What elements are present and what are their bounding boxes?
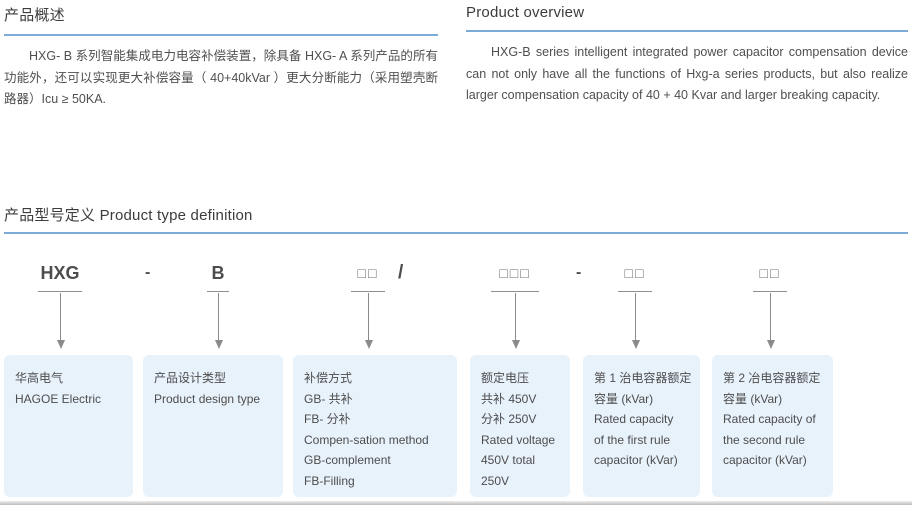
legend-line: 450V total [481,453,536,467]
code-squares-method: □□ [357,265,379,281]
down-arrow-icon [511,293,520,349]
legend-line: capacitor (kVar) [594,453,678,467]
code-brand: HXG [40,263,80,283]
legend-line: Compen-sation method [304,432,429,447]
legend-line: Rated capacity [594,412,674,426]
legend-line: FB- 分补 [304,412,351,426]
code-underline [351,291,385,292]
legend-line: the second rule [723,432,806,447]
code-group-method: □□ [351,262,385,349]
code-separator-2: - [576,264,582,281]
legend-line: of the first rule [594,432,671,447]
legend-box-brand: 华高电气 HAGOE Electric [4,355,133,497]
type-definition-title: 产品型号定义 Product type definition [4,207,253,224]
code-group-voltage: □□□ [491,262,539,349]
code-squares-capacity-1: □□ [624,265,646,281]
legend-line: 第 1 治电容器额定 [594,371,692,385]
legend-box-compensation-method: 补偿方式 GB- 共补 FB- 分补 Compen-sation method … [293,355,457,497]
legend-line: 华高电气 [15,371,64,385]
code-underline [38,291,82,292]
down-arrow-icon [364,293,373,349]
legend-line: 额定电压 [481,371,530,385]
down-arrow-icon [214,293,223,349]
page-bottom-rule [0,501,912,505]
code-group-brand: HXG [38,262,82,349]
code-underline [618,291,652,292]
legend-line: GB-complement [304,453,391,467]
code-group-design: B [207,262,229,349]
code-squares-voltage: □□□ [499,265,531,281]
overview-title-zh: 产品概述 [4,4,438,36]
legend-line: Product design type [154,391,261,406]
down-arrow-icon [766,293,775,349]
legend-line: capacitor (kVar) [723,453,807,467]
legend-line: FB-Filling [304,473,355,488]
code-squares-capacity-2: □□ [759,265,781,281]
code-underline [753,291,787,292]
code-slash: / [398,262,404,283]
overview-section-en: Product overview HXG-B series intelligen… [466,4,908,107]
code-underline [207,291,229,292]
code-design: B [211,263,225,283]
down-arrow-icon [56,293,65,349]
legend-line: 250V [481,473,510,488]
legend-line: GB- 共补 [304,391,353,406]
overview-title-en: Product overview [466,4,908,32]
legend-line: 第 2 冶电容器额定 [723,371,821,385]
legend-box-capacity-1: 第 1 治电容器额定 容量 (kVar) Rated capacity of t… [583,355,700,497]
code-separator-1: - [145,264,151,281]
down-arrow-icon [631,293,640,349]
legend-line: HAGOE Electric [15,391,102,406]
code-group-capacity-1: □□ [618,262,652,349]
legend-line: 容量 (kVar) [723,391,783,406]
legend-line: 补偿方式 [304,371,353,385]
legend-line: 产品设计类型 [154,371,227,385]
type-definition-rule [4,232,908,234]
overview-section-zh: 产品概述 HXG- B 系列智能集成电力电容补偿装置，除具备 HXG- A 系列… [4,4,438,111]
code-underline [491,291,539,292]
legend-line: Rated capacity of [723,412,816,426]
overview-body-zh: HXG- B 系列智能集成电力电容补偿装置，除具备 HXG- A 系列产品的所有… [4,49,438,106]
legend-line: 容量 (kVar) [594,391,654,406]
legend-line: Rated voltage [481,432,556,447]
legend-box-design-type: 产品设计类型 Product design type [143,355,283,497]
legend-line: 共补 450V [481,391,537,406]
legend-box-capacity-2: 第 2 冶电容器额定 容量 (kVar) Rated capacity of t… [712,355,833,497]
code-group-capacity-2: □□ [753,262,787,349]
legend-line: 分补 250V [481,412,537,426]
legend-box-rated-voltage: 额定电压 共补 450V 分补 250V Rated voltage 450V … [470,355,570,497]
overview-body-en: HXG-B series intelligent integrated powe… [466,45,908,102]
